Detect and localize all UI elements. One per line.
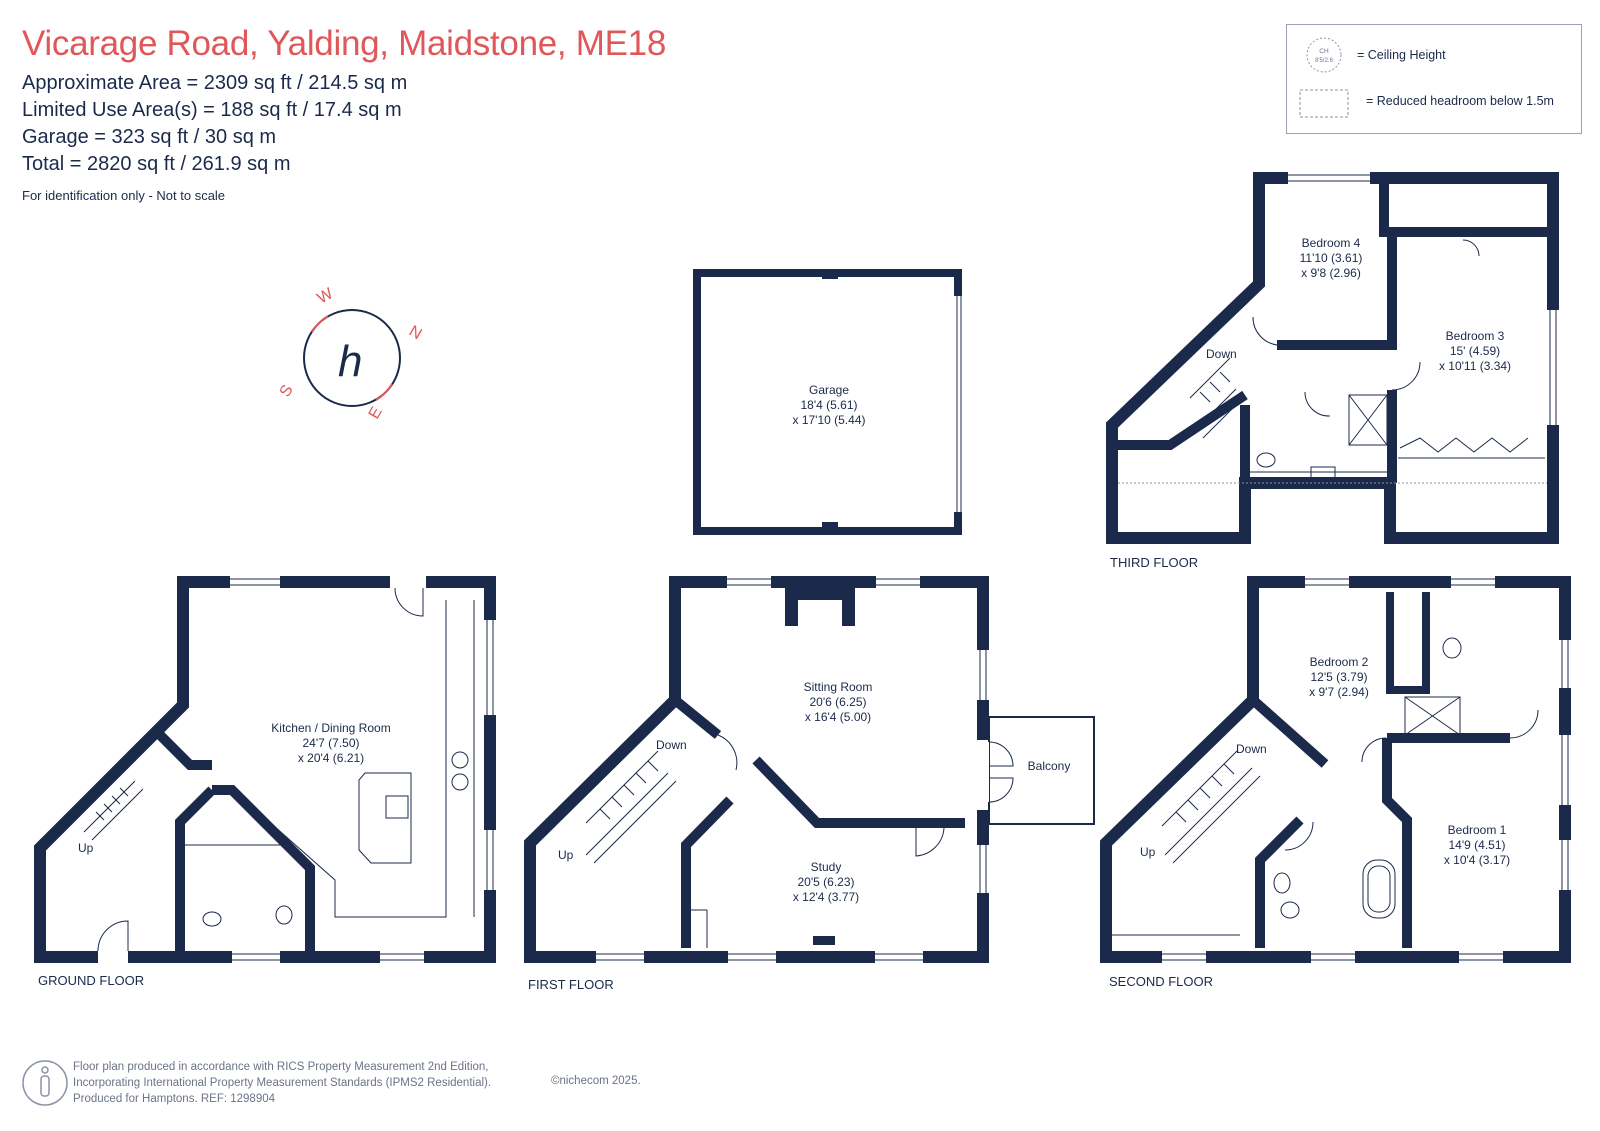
bedroom3-dim2: x 10'11 (3.34) <box>1439 359 1511 373</box>
kitchen-dim1: 24'7 (7.50) <box>303 736 360 750</box>
second-floor-label: SECOND FLOOR <box>1109 974 1213 989</box>
compass-logo: W N S E h <box>277 285 425 422</box>
legend-ceiling-label: = Ceiling Height <box>1357 48 1446 62</box>
first-stairs-down: Down <box>656 738 687 752</box>
study-dim2: x 12'4 (3.77) <box>793 890 859 904</box>
logo-letter: h <box>338 337 362 386</box>
garage-dim1: 18'4 (5.61) <box>801 398 858 412</box>
sitting-room-dim1: 20'6 (6.25) <box>810 695 867 709</box>
bedroom1-name: Bedroom 1 <box>1448 823 1507 837</box>
approximate-area: Approximate Area = 2309 sq ft / 214.5 sq… <box>22 72 408 94</box>
second-floor-plan: Bedroom 2 12'5 (3.79) x 9'7 (2.94) Bedro… <box>1100 576 1571 989</box>
first-floor-label: FIRST FLOOR <box>528 977 614 992</box>
footer-brand: ©nichecom 2025. <box>551 1075 641 1087</box>
page-title: Vicarage Road, Yalding, Maidstone, ME18 <box>22 24 666 63</box>
compass-east: E <box>366 404 386 422</box>
bedroom2-dim2: x 9'7 (2.94) <box>1309 685 1369 699</box>
first-floor-plan: Sitting Room 20'6 (6.25) x 16'4 (5.00) S… <box>524 576 1095 992</box>
third-stairs-down: Down <box>1206 347 1237 361</box>
study-dim1: 20'5 (6.23) <box>798 875 855 889</box>
not-to-scale-note: For identification only - Not to scale <box>22 188 226 203</box>
balcony-label: Balcony <box>1028 759 1071 773</box>
compass-west: W <box>315 285 337 308</box>
reduced-headroom-icon <box>1299 89 1349 118</box>
third-floor-label: THIRD FLOOR <box>1110 555 1198 570</box>
garage-area: Garage = 323 sq ft / 30 sq m <box>22 126 277 148</box>
kitchen-dim2: x 20'4 (6.21) <box>298 751 364 765</box>
total-area: Total = 2820 sq ft / 261.9 sq m <box>22 153 291 175</box>
footer-line2: Incorporating International Property Mea… <box>73 1077 492 1089</box>
second-stairs-down: Down <box>1236 742 1267 756</box>
bedroom3-name: Bedroom 3 <box>1446 329 1505 343</box>
ceiling-icon-bottom: 8'5/2.6 <box>1315 58 1333 64</box>
legend-icons: CH 8'5/2.6 <box>1299 37 1349 118</box>
bedroom2-dim1: 12'5 (3.79) <box>1311 670 1368 684</box>
compass-south: S <box>277 382 297 400</box>
kitchen-name: Kitchen / Dining Room <box>271 721 390 735</box>
ground-floor-label: GROUND FLOOR <box>38 973 144 988</box>
bedroom3-dim1: 15' (4.59) <box>1450 344 1500 358</box>
legend-headroom-label: = Reduced headroom below 1.5m <box>1366 94 1554 108</box>
bedroom4-dim2: x 9'8 (2.96) <box>1301 266 1361 280</box>
bedroom1-dim2: x 10'4 (3.17) <box>1444 853 1510 867</box>
person-info-icon <box>22 1060 68 1106</box>
limited-use-area: Limited Use Area(s) = 188 sq ft / 17.4 s… <box>22 99 402 121</box>
first-stairs-up: Up <box>558 848 574 862</box>
footer-line3: Produced for Hamptons. REF: 1298904 <box>73 1093 276 1105</box>
garage-dim2: x 17'10 (5.44) <box>792 413 865 427</box>
third-floor-plan: Bedroom 4 11'10 (3.61) x 9'8 (2.96) Bedr… <box>1106 172 1559 570</box>
bedroom2-name: Bedroom 2 <box>1310 655 1369 669</box>
bedroom1-dim1: 14'9 (4.51) <box>1449 838 1506 852</box>
sitting-room-name: Sitting Room <box>804 680 873 694</box>
footer-line1: Floor plan produced in accordance with R… <box>73 1061 489 1073</box>
garage-name: Garage <box>809 383 849 397</box>
bedroom4-name: Bedroom 4 <box>1302 236 1361 250</box>
study-name: Study <box>811 860 842 874</box>
bedroom4-dim1: 11'10 (3.61) <box>1300 251 1363 265</box>
second-stairs-up: Up <box>1140 845 1156 859</box>
legend-box: CH 8'5/2.6 = Ceiling Height = Reduced he… <box>1286 24 1582 134</box>
sitting-room-dim2: x 16'4 (5.00) <box>805 710 871 724</box>
footer-text: Floor plan produced in accordance with R… <box>73 1059 491 1107</box>
ground-floor-plan: Kitchen / Dining Room 24'7 (7.50) x 20'4… <box>34 576 496 988</box>
compass-north: N <box>406 323 425 344</box>
garage-plan: Garage 18'4 (5.61) x 17'10 (5.44) <box>693 269 964 535</box>
ceiling-icon-top: CH <box>1319 48 1329 55</box>
ceiling-height-icon <box>1306 37 1342 73</box>
ground-stairs-up: Up <box>78 841 94 855</box>
